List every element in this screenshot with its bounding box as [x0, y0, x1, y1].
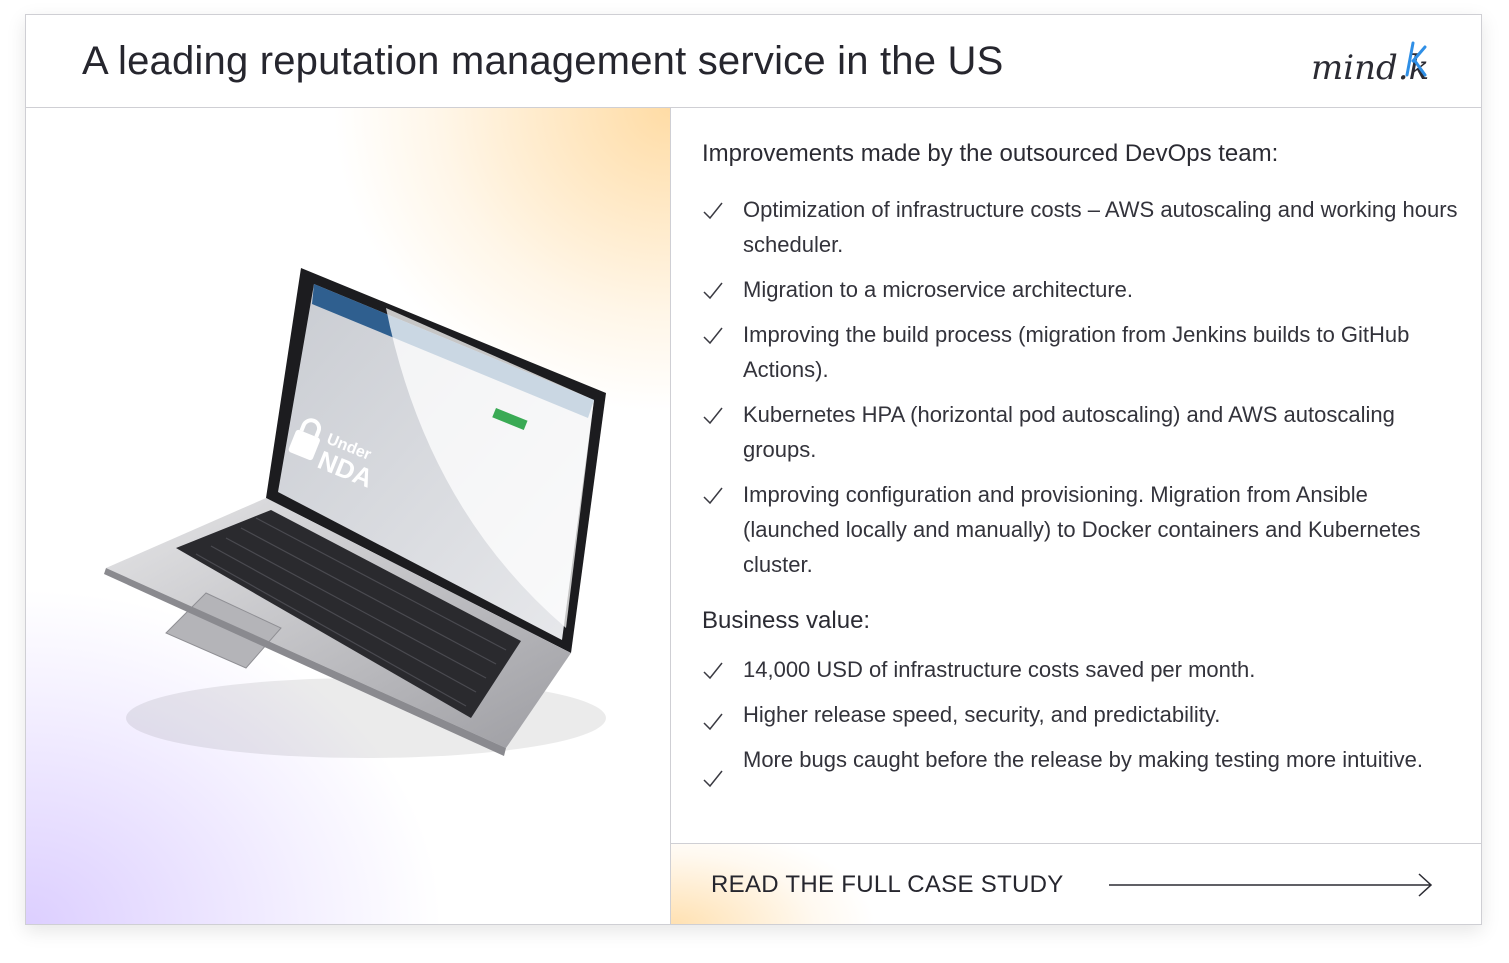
improvement-text: Improving configuration and provisioning… [743, 482, 1421, 577]
improvement-text: Migration to a microservice architecture… [743, 277, 1134, 302]
card-header: A leading reputation management service … [26, 15, 1481, 108]
read-case-study-link[interactable]: READ THE FULL CASE STUDY [671, 843, 1481, 924]
cta-label: READ THE FULL CASE STUDY [711, 871, 1064, 898]
content-panel: Improvements made by the outsourced DevO… [671, 108, 1481, 924]
laptop-illustration: Under NDA [104, 268, 606, 758]
case-study-card: A leading reputation management service … [25, 14, 1482, 925]
checkmark-icon [703, 407, 723, 425]
checkmark-icon [703, 282, 723, 300]
page-title: A leading reputation management service … [82, 39, 1004, 83]
business-value-text: 14,000 USD of infrastructure costs saved… [743, 657, 1256, 682]
business-value-text: Higher release speed, security, and pred… [743, 702, 1221, 727]
improvement-text: Optimization of infrastructure costs – A… [743, 197, 1458, 257]
hero-image-panel: Under NDA [26, 108, 671, 924]
business-value-text: More bugs caught before the release by m… [743, 747, 1423, 772]
checkmark-icon [703, 202, 723, 220]
checkmark-icon [703, 770, 723, 788]
improvement-text: Kubernetes HPA (horizontal pod autoscali… [743, 402, 1395, 462]
improvement-text: Improving the build process (migration f… [743, 322, 1410, 382]
checkmark-icon [703, 713, 723, 731]
mindk-logo: mind.k [1311, 41, 1429, 88]
business-value-title: Business value: [702, 607, 871, 634]
checkmark-icon [703, 487, 723, 505]
arrow-right-icon [1109, 873, 1433, 897]
checkmark-icon [703, 662, 723, 680]
checkmark-icon [703, 327, 723, 345]
improvements-title: Improvements made by the outsourced DevO… [702, 140, 1279, 167]
